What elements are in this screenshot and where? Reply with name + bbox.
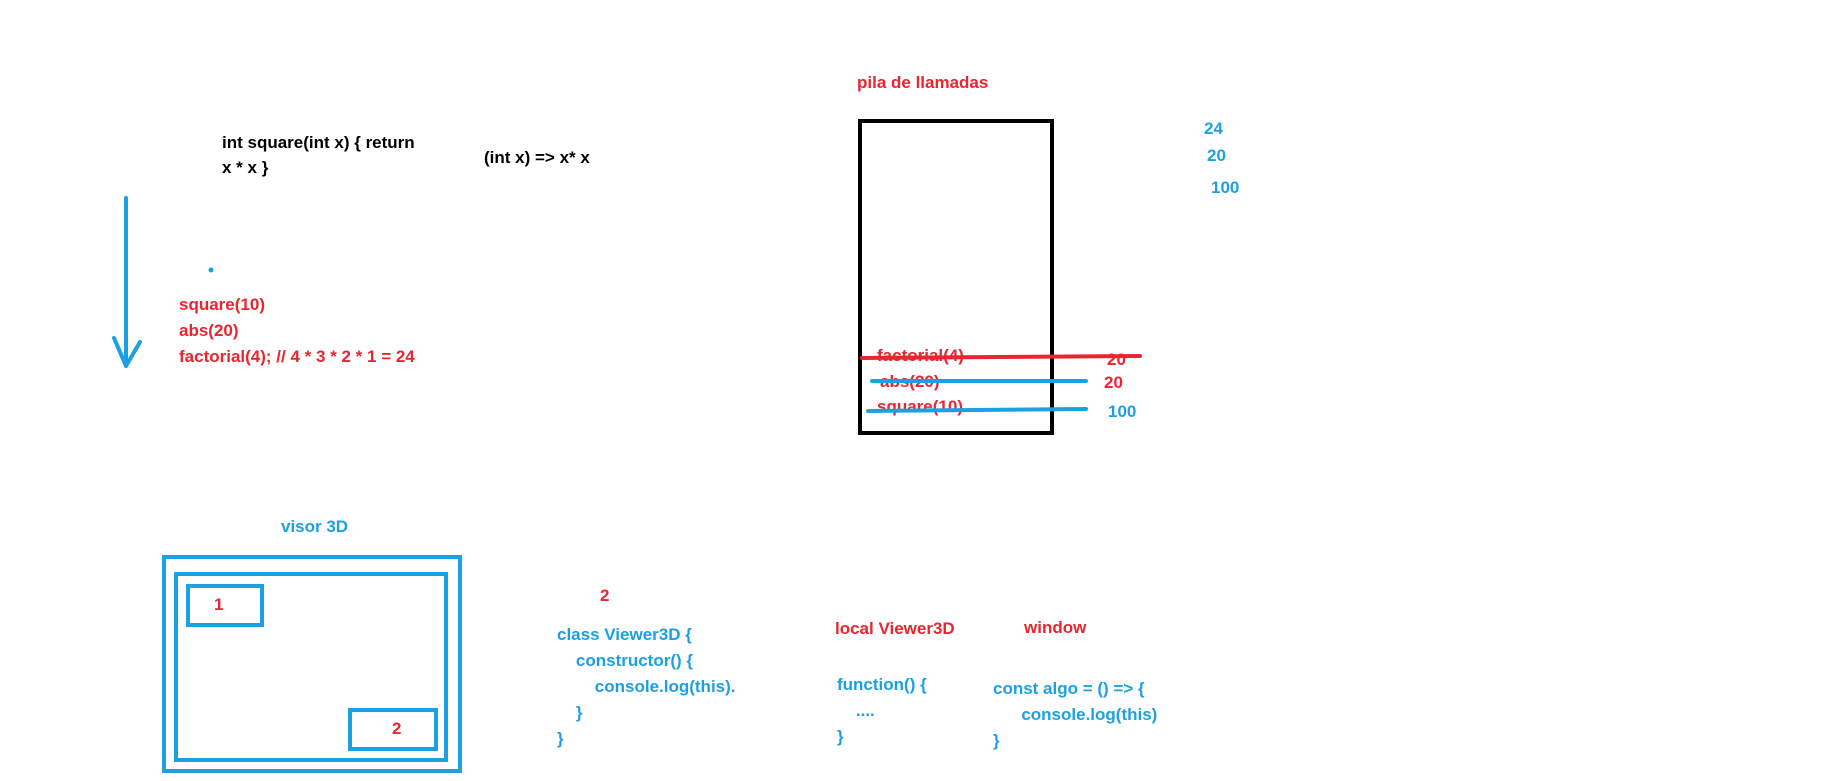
result-100: 100 <box>1211 178 1240 197</box>
viewer-box-2 <box>348 708 438 751</box>
stack-frame-abs: abs(20) <box>880 372 940 391</box>
window-scope-line-3: } <box>993 731 1000 750</box>
stack-frame-square: square(10) <box>877 397 963 416</box>
class-code-line-5: } <box>557 729 564 748</box>
function-definition-line-2: x * x } <box>222 158 269 177</box>
window-scope-line-2: console.log(this) <box>993 705 1158 724</box>
flow-arrow-head <box>112 336 142 368</box>
call-stack-box <box>858 119 1054 435</box>
class-code-line-1: class Viewer3D { <box>557 625 692 644</box>
stack-result-abs: 20 <box>1104 373 1123 392</box>
class-code-line-2: constructor() { <box>557 651 694 670</box>
stack-result-factorial: 20 <box>1107 350 1126 369</box>
viewer-outer-frame <box>162 555 462 773</box>
viewer-inner-frame <box>174 572 448 762</box>
local-scope-title: local Viewer3D <box>835 619 955 638</box>
viewer-box-1 <box>186 584 264 627</box>
class-code-line-3: console.log(this). <box>557 677 736 696</box>
viewer-box-2-label: 2 <box>392 719 402 738</box>
local-scope-line-3: } <box>837 727 844 746</box>
class-code-line-4: } <box>557 703 583 722</box>
local-scope-line-1: function() { <box>837 675 927 694</box>
call-stack-title: pila de llamadas <box>857 73 989 92</box>
call-abs: abs(20) <box>179 321 239 340</box>
class-code-marker: 2 <box>600 586 610 605</box>
stack-frame-factorial: factorial(4) <box>877 346 964 365</box>
stray-dot <box>208 267 214 273</box>
call-square: square(10) <box>179 295 265 314</box>
call-factorial: factorial(4); // 4 * 3 * 2 * 1 = 24 <box>179 347 415 366</box>
window-scope-line-1: const algo = () => { <box>993 679 1145 698</box>
result-24: 24 <box>1204 119 1223 138</box>
viewer-title: visor 3D <box>281 517 349 536</box>
result-20: 20 <box>1207 146 1226 165</box>
function-definition-line-1: int square(int x) { return <box>222 133 415 152</box>
viewer-box-1-label: 1 <box>214 595 224 614</box>
lambda-expression: (int x) => x* x <box>484 148 590 167</box>
window-scope-title: window <box>1024 618 1087 637</box>
stack-result-square: 100 <box>1108 402 1137 421</box>
local-scope-line-2: .... <box>837 701 875 720</box>
